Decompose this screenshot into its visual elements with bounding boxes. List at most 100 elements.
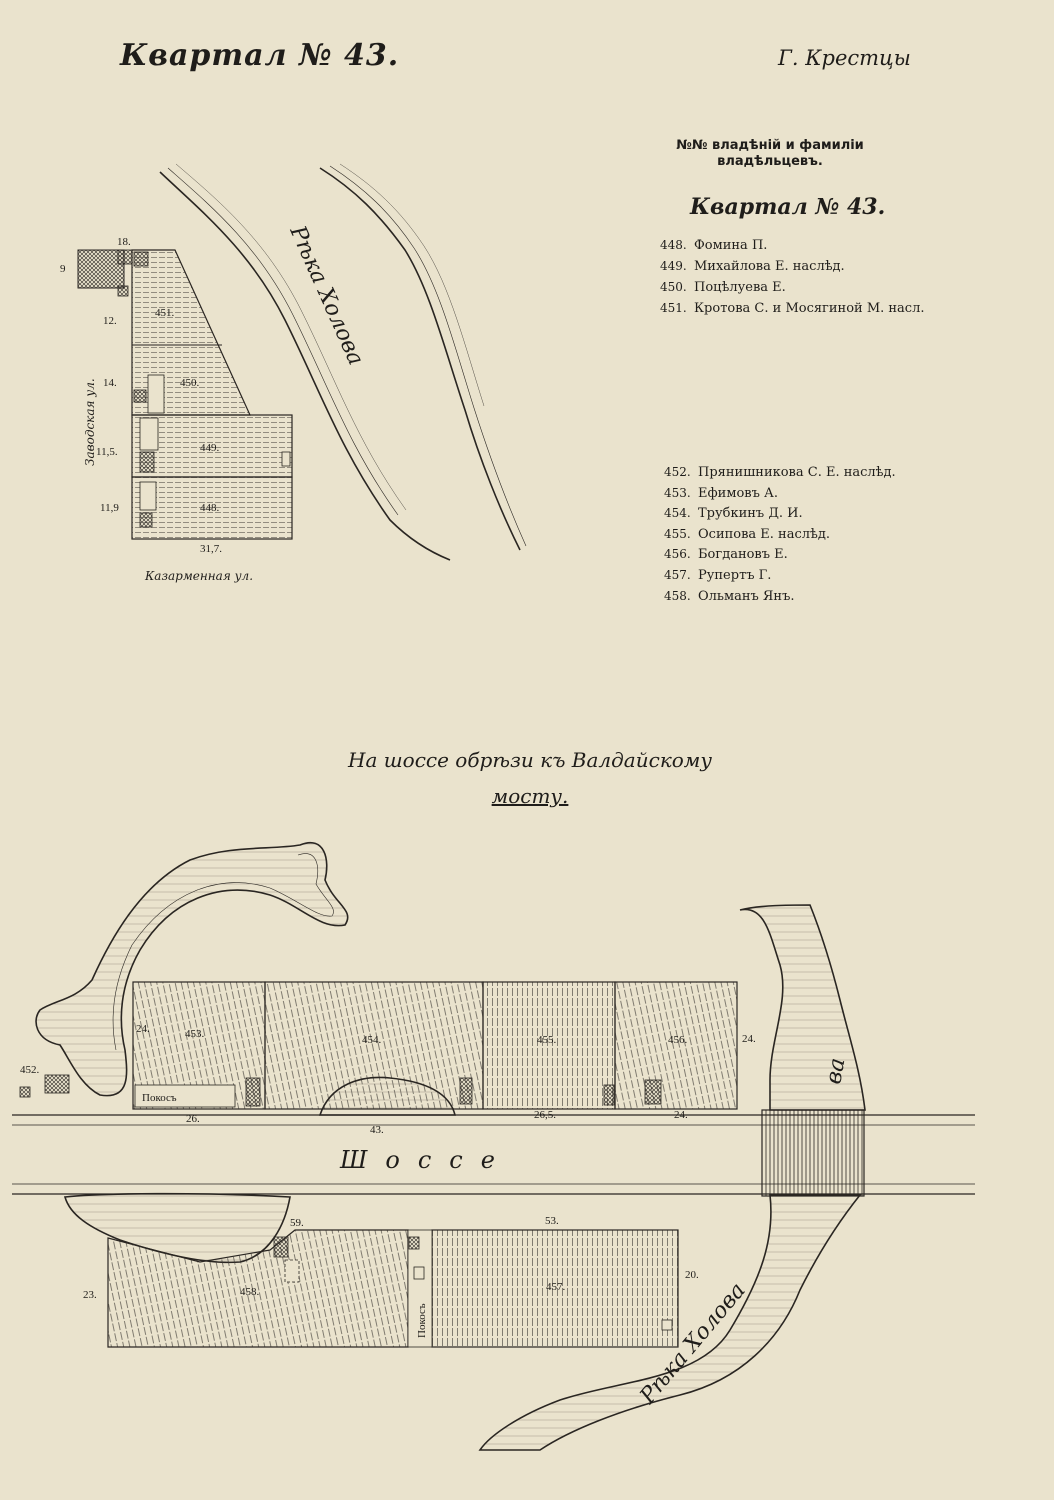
lot-458-area	[107, 1229, 409, 1348]
hay-field-vertical	[407, 1229, 433, 1348]
building-icon	[133, 251, 149, 267]
map-caption: На шоссе обрѣзи къ Валдайскому мосту.	[330, 742, 730, 814]
owner-name: Рупертъ Г.	[698, 567, 772, 583]
owner-num: 457.	[664, 567, 691, 582]
outbuilding	[281, 451, 291, 467]
lot-label: 453.	[185, 1028, 205, 1040]
dim-label: 11,9	[100, 502, 119, 514]
dim-label: 11,5.	[96, 446, 118, 458]
owner-item: 454. Трубкинъ Д. И.	[664, 506, 896, 527]
legend-block-title: Квартал № 43.	[690, 194, 886, 220]
owner-name: Трубкинъ Д. И.	[698, 506, 803, 522]
owner-num: 452.	[664, 465, 691, 479]
lot-452-label: 452.	[20, 1064, 40, 1076]
owner-item: 457. Рупертъ Г.	[664, 568, 896, 589]
street-label-left: Заводская ул.	[83, 378, 97, 466]
pond	[318, 1076, 457, 1116]
hay-field-label: Покосъ	[142, 1092, 177, 1104]
owner-num: 449.	[660, 259, 687, 273]
lot-label: 449.	[200, 442, 220, 454]
building-icon	[459, 1077, 473, 1105]
highway-label: Шоссе	[339, 1146, 513, 1174]
bottom-river-label-top: ва	[821, 1056, 850, 1086]
owner-name: Осипова Е. наслѣд.	[698, 526, 830, 542]
owner-name: Прянишникова С. Е. наслѣд.	[698, 465, 896, 480]
owner-num: 454.	[664, 506, 691, 521]
building-icon	[117, 249, 133, 265]
bridge	[761, 1109, 865, 1197]
lot-label: 451.	[155, 307, 175, 319]
outbuilding	[147, 374, 165, 414]
dim-label: 18.	[117, 236, 131, 248]
outbuilding	[413, 1266, 425, 1280]
owner-name: Кротова С. и Мосягиной М. насл.	[694, 301, 925, 316]
north-lots: Покосъ 453. 454. 455. 456. 452. 24. 26. …	[19, 981, 756, 1136]
owner-item: 448.Фомина П.	[660, 238, 924, 259]
dim-label: 24.	[136, 1023, 150, 1035]
dim-label: 9	[60, 263, 66, 275]
street-label-bottom: Казарменная ул.	[144, 569, 253, 583]
building-icon	[44, 1074, 70, 1094]
dim-label: 43.	[370, 1124, 384, 1136]
lot-corner-hatched	[77, 249, 125, 289]
owner-name: Поцѣлуева Е.	[694, 280, 786, 295]
lot-455-area	[482, 981, 616, 1110]
owner-list-bottom: 452. Прянишникова С. Е. наслѣд. 453. Ефимо…	[664, 465, 896, 609]
outbuilding	[139, 481, 157, 511]
dim-label: 31,7.	[200, 543, 222, 555]
hay-field-label-vertical: Покосъ	[416, 1303, 428, 1338]
bottom-river-left	[35, 842, 349, 1097]
owner-num: 450.	[660, 280, 687, 294]
owner-name: Фомина П.	[694, 238, 768, 253]
owner-item: 451.Кротова С. и Мосягиной М. насл.	[660, 301, 924, 322]
owner-item: 450. Поцѣлуева Е.	[660, 280, 924, 301]
dim-label: 26,5.	[534, 1109, 556, 1121]
building-icon	[644, 1079, 662, 1105]
hay-field	[134, 1084, 236, 1108]
building-icon	[245, 1077, 261, 1107]
owner-list-top: 448.Фомина П. 449. Михайлова Е. наслѣд. 4…	[660, 238, 924, 322]
highway: Шоссе	[12, 1109, 975, 1197]
lot-label: 457.	[546, 1281, 566, 1293]
south-lots: Покосъ 458. 457. 59. 53. 23. 20.	[63, 1192, 699, 1348]
dim-label: 23.	[83, 1289, 97, 1301]
outbuilding	[139, 417, 159, 451]
owner-num: 456.	[664, 547, 691, 562]
lot-label: 448.	[200, 502, 220, 514]
lot-456-area	[614, 981, 738, 1110]
building-icon	[139, 512, 153, 528]
caption-line2: мосту.	[491, 784, 569, 808]
building-icon	[273, 1236, 289, 1258]
dim-label: 14.	[103, 377, 117, 389]
legend-heading: №№ владѣній и фамиліи владѣльцевъ.	[640, 138, 900, 170]
owner-name: Богдановъ Е.	[698, 547, 788, 563]
owner-item: 452. Прянишникова С. Е. наслѣд.	[664, 465, 896, 486]
owner-name: Ефимовъ А.	[698, 485, 778, 501]
top-river-label: Рѣка Холова	[284, 221, 368, 369]
lot-label: 456.	[668, 1034, 688, 1046]
owner-num: 458.	[664, 588, 691, 603]
owner-name: Михайлова Е. наслѣд.	[694, 259, 845, 274]
owner-num: 455.	[664, 526, 691, 541]
dim-label: 59.	[290, 1217, 304, 1229]
lot-label: 454.	[362, 1034, 382, 1046]
building-icon	[19, 1086, 31, 1098]
owner-num: 453.	[664, 485, 691, 500]
dim-label: 26.	[186, 1113, 200, 1125]
dim-label: 53.	[545, 1215, 559, 1227]
lot-label: 458.	[240, 1286, 260, 1298]
owner-item: 449. Михайлова Е. наслѣд.	[660, 259, 924, 280]
owner-name: Ольманъ Янъ.	[698, 588, 795, 604]
building-icon	[408, 1236, 420, 1250]
lot-448-area	[131, 476, 293, 540]
lot-label: 455.	[537, 1034, 557, 1046]
caption-line1: На шоссе обрѣзи къ Валдайскому	[348, 748, 712, 772]
dim-label: 24.	[674, 1109, 688, 1121]
legend-heading-line2: владѣльцевъ.	[717, 154, 823, 169]
owner-item: 458. Ольманъ Янъ.	[664, 589, 896, 610]
top-block: 451. 450. 449. 448. 18. 9 12. 14. 11,5. …	[60, 236, 293, 583]
building-icon	[133, 389, 147, 403]
dim-label: 12.	[103, 315, 117, 327]
lot-449-area	[131, 414, 293, 478]
